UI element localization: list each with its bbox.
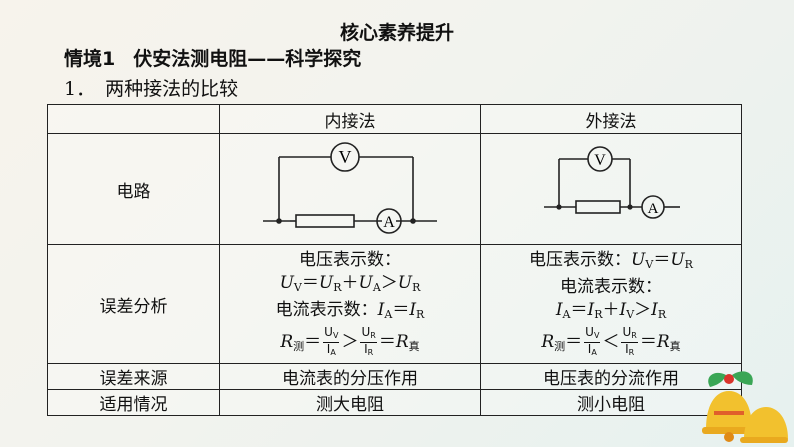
header-cell-empty	[47, 104, 220, 134]
inner-voltage-relation: UV＝UR＋UA＞UR	[279, 273, 421, 294]
christmas-bell-icon	[702, 371, 788, 443]
table-row-usage: 适用情况 测大电阻 测小电阻	[47, 389, 742, 416]
ammeter-label: A	[383, 214, 395, 231]
ammeter-icon	[376, 208, 402, 234]
section-text: 伏安法测电阻——科学探究	[133, 48, 362, 70]
outer-usage-cell: 测小电阻	[480, 389, 742, 416]
outer-voltage-relation: 电压表示数：UV＝UR	[529, 250, 693, 271]
junction-dot	[410, 218, 416, 224]
comparison-table: 内接法 外接法 电路	[47, 104, 742, 416]
table-header-row: 内接法 外接法	[47, 104, 742, 134]
page-title: 核心素养提升	[339, 22, 454, 44]
junction-dot	[556, 204, 562, 210]
voltmeter-label: V	[594, 152, 606, 169]
row-label-source: 误差来源	[47, 363, 220, 390]
inner-source-cell: 电流表的分压作用	[219, 363, 481, 390]
ammeter-label: A	[648, 201, 659, 217]
subtitle: 1． 两种接法的比较	[64, 74, 238, 101]
header-cell-inner: 内接法	[219, 104, 481, 134]
voltmeter-icon	[587, 146, 613, 172]
section-label: 情境1	[64, 48, 116, 70]
inner-circuit-cell: V A	[219, 133, 481, 245]
inner-connection-diagram: V A	[263, 142, 437, 234]
outer-connection-diagram: V A	[544, 146, 680, 219]
ammeter-icon	[641, 195, 665, 219]
outer-source-cell: 电压表的分流作用	[480, 363, 742, 390]
row-label-usage: 适用情况	[47, 389, 220, 416]
resistor-icon	[295, 214, 355, 228]
table-row-error-analysis: 误差分析 电压表示数： UV＝UR＋UA＞UR 电流表示数：IA＝IR R测＝U…	[47, 244, 742, 364]
inner-voltage-label: 电压表示数：	[299, 250, 401, 270]
table-row-circuit: 电路 V A	[47, 133, 742, 245]
header-cell-outer: 外接法	[480, 104, 742, 134]
outer-current-relation: IA＝IR＋IV＞IR	[555, 300, 667, 321]
subtitle-number: 1．	[64, 78, 96, 100]
junction-dot	[627, 204, 633, 210]
resistor-icon	[575, 200, 621, 214]
table-row-error-source: 误差来源 电流表的分压作用 电压表的分流作用	[47, 363, 742, 390]
junction-dot	[276, 218, 282, 224]
row-label-analysis: 误差分析	[47, 244, 220, 364]
voltmeter-icon	[330, 142, 360, 172]
voltmeter-label: V	[339, 147, 352, 167]
row-label-circuit: 电路	[47, 133, 220, 245]
outer-circuit-cell: V A	[480, 133, 742, 245]
inner-usage-cell: 测大电阻	[219, 389, 481, 416]
inner-current-relation: 电流表示数：IA＝IR	[275, 300, 425, 321]
subtitle-text: 两种接法的比较	[105, 78, 239, 100]
outer-current-label: 电流表示数：	[560, 277, 662, 297]
section-heading: 情境1 伏安法测电阻——科学探究	[64, 44, 361, 71]
